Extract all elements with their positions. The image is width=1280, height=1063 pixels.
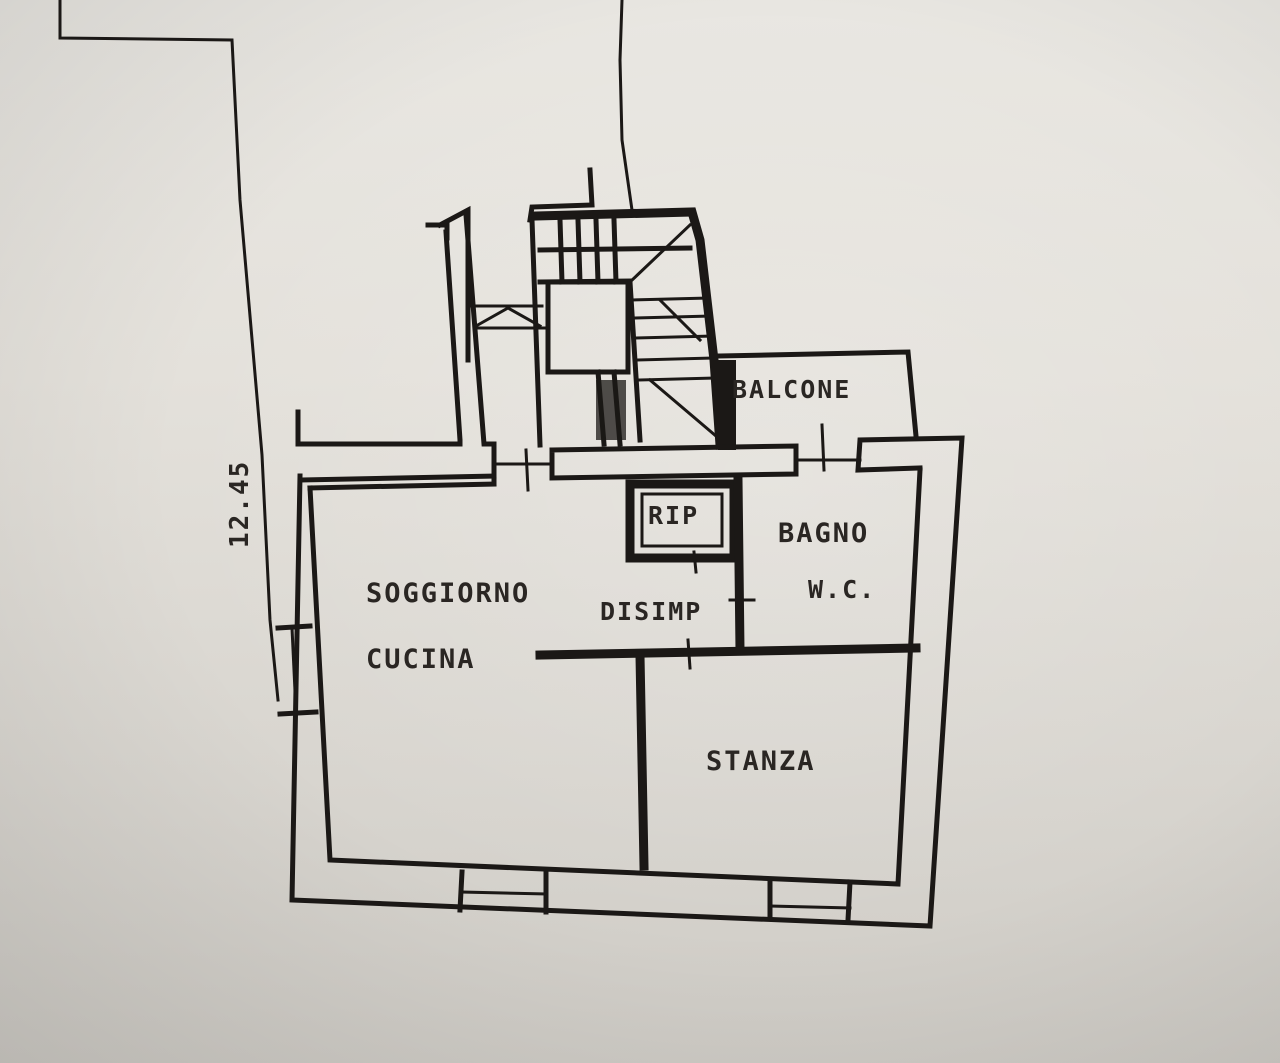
staircase xyxy=(527,167,725,450)
room-label-cucina: CUCINA xyxy=(366,644,476,675)
room-label-wc: W.C. xyxy=(808,575,876,604)
room-label-bagno: BAGNO xyxy=(778,518,869,549)
balcony xyxy=(717,349,919,472)
exterior-walls xyxy=(275,435,965,929)
room-label-balcone: BALCONE xyxy=(732,375,851,404)
room-label-stanza: STANZA xyxy=(706,746,816,777)
dimension-label: 12.45 xyxy=(225,460,255,548)
room-label-disimpegno: DISIMP xyxy=(600,597,702,626)
service-shaft xyxy=(295,205,550,479)
room-label-soggiorno: SOGGIORNO xyxy=(366,578,530,609)
interior-walls xyxy=(535,475,921,871)
room-label-ripostiglio: RIP xyxy=(648,501,699,530)
property-boundary xyxy=(58,0,634,702)
